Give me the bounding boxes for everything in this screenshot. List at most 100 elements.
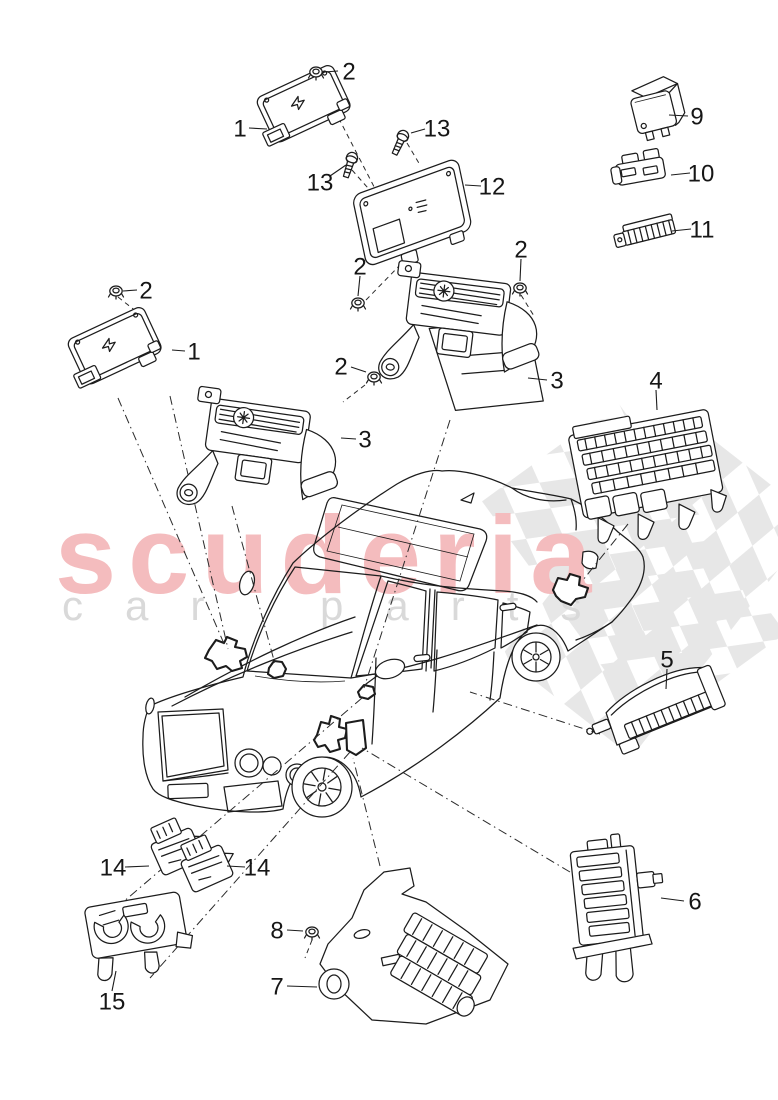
leader-line [410,128,426,134]
part-number-label: 1 [187,339,200,366]
car-tail-lamp [581,550,599,570]
part-1-control-unit [247,62,356,154]
part-number-label: 2 [334,354,347,381]
leader-line [519,258,522,282]
location-link-line [117,397,226,647]
car-door-handle-front [413,653,431,663]
location-link-line [582,523,629,581]
leader-line [668,114,689,117]
vehicle-illustration [142,469,645,818]
brand-watermark-subtitle: car parts [62,582,623,629]
location-link-line [469,691,601,735]
leader-line [226,865,246,868]
leader-line [171,349,186,352]
location-marker [551,572,590,607]
part-number-label: 13 [424,116,451,143]
car-rear-door-window [433,591,499,672]
car-license-plate [167,782,209,800]
location-link-line [361,747,571,873]
leader-line [329,164,347,177]
leader-line [286,985,318,988]
leader-line [655,389,658,411]
location-link-line [149,751,351,979]
leader-line [286,929,304,932]
part-number-label: 5 [660,647,673,674]
part-4-fuse-box [568,409,727,544]
part-3-control-unit-with-bracket [376,258,551,411]
part-number-label: 2 [139,278,152,305]
part-13-screw [339,150,360,180]
part-number-label: 11 [690,217,715,244]
car-side-mirror [238,570,406,685]
part-number-label: 4 [649,368,662,395]
leader-line [323,70,339,73]
leader-line [527,377,548,381]
assembly-link-line [304,939,313,959]
assembly-link-line [520,294,535,317]
leader-line [464,184,482,187]
part-number-label: 14 [244,855,271,882]
part-15-retainer [84,891,194,982]
part-number-label: 7 [270,974,283,1001]
leader-line [660,897,685,902]
location-link-line [169,395,229,650]
part-10-fuse [610,148,666,186]
part-2-hex-nut [365,371,383,386]
location-link-line [231,505,276,665]
location-link-lines [87,395,629,979]
part-2-hex-nut [349,297,367,312]
car-headlight-outer [234,748,264,778]
part-2-hex-nut [107,285,125,300]
checkered-flag-watermark [482,402,778,757]
car-lower-intake [223,780,283,813]
assembly-link-line [406,142,421,166]
location-link-line [352,757,381,867]
car-grille [157,708,229,782]
part-7-bracket-assembly [318,867,509,1025]
part-13-screw [388,127,412,158]
part-12-control-unit [353,159,472,267]
car-front-wheel [291,756,353,818]
part-6-fuse-holder [569,833,664,983]
leader-line [665,668,668,690]
part-number-label: 2 [342,59,355,86]
leader-line [111,970,117,992]
car-door-handle-rear [499,602,517,612]
part-number-label: 2 [353,254,366,281]
part-number-label: 3 [358,427,371,454]
location-marker [312,714,349,754]
part-number-label: 1 [233,116,246,143]
location-marker [356,683,377,701]
part-number-label: 10 [688,161,715,188]
location-link-line [87,697,363,933]
car-rear-wheel [511,632,561,682]
part-number-label: 14 [100,855,127,882]
part-number-label: 8 [270,918,283,945]
leader-line [122,289,138,292]
location-marker [203,635,249,673]
car-headlight-inner [262,756,282,776]
car-body-outline [142,469,645,813]
location-markers [203,572,590,757]
car-sunroof [313,497,488,592]
assembly-link-line [365,264,401,301]
part-8-nut [303,926,321,941]
leader-line [248,127,268,130]
part-11-fuse-strip [613,213,677,248]
flag-band-left [501,418,778,757]
leader-line [357,275,361,297]
part-1-control-unit [58,304,167,396]
leader-line [670,172,691,176]
part-number-label: 6 [688,889,701,916]
assembly-link-line [342,384,366,403]
part-5-control-unit [586,664,726,755]
part-number-label: 2 [514,237,527,264]
location-marker [266,659,288,680]
leader-line [124,865,150,868]
part-number-label: 13 [307,170,334,197]
leader-line [350,366,367,373]
part-number-label: 9 [690,104,703,131]
part-9-relay [630,76,686,142]
